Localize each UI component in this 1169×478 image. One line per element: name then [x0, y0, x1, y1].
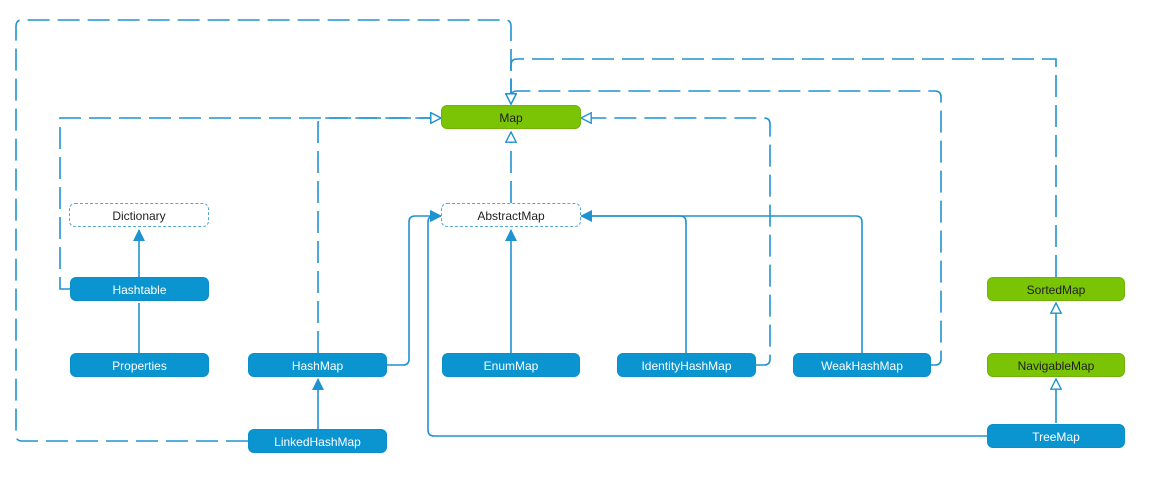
hashtable-node[interactable]: Hashtable: [70, 277, 209, 301]
edge-hashtable-implements-map: [59, 118, 441, 290]
sortedmap-node[interactable]: SortedMap: [987, 277, 1125, 301]
identityhashmap-node[interactable]: IdentityHashMap: [617, 353, 756, 377]
hashmap-node[interactable]: HashMap: [248, 353, 387, 377]
edge-linkedhashmap-implements-map: [15, 19, 511, 442]
properties-node[interactable]: Properties: [70, 353, 209, 377]
weakhashmap-node[interactable]: WeakHashMap: [793, 353, 931, 377]
edge-treemap-extends-abstractmap: [427, 210, 987, 437]
edge-hashmap-extends-abstractmap: [387, 210, 442, 366]
edge-sortedmap-extends-map: [511, 58, 1057, 277]
enummap-node[interactable]: EnumMap: [442, 353, 580, 377]
map-node[interactable]: Map: [441, 105, 581, 129]
edge-hashmap-implements-map: [317, 118, 441, 353]
navigablemap-node[interactable]: NavigableMap: [987, 353, 1125, 377]
edge-weakhashmap-implements-map: [511, 90, 942, 366]
edge-weakhashmap-extends-abstractmap: [581, 215, 863, 353]
dictionary-node[interactable]: Dictionary: [69, 203, 209, 227]
treemap-node[interactable]: TreeMap: [987, 424, 1125, 448]
edge-identityhashmap-implements-map: [581, 118, 771, 366]
abstract-map-node[interactable]: AbstractMap: [441, 203, 581, 227]
linkedhashmap-node[interactable]: LinkedHashMap: [248, 429, 387, 453]
edge-identityhashmap-extends-abstractmap: [580, 210, 687, 353]
